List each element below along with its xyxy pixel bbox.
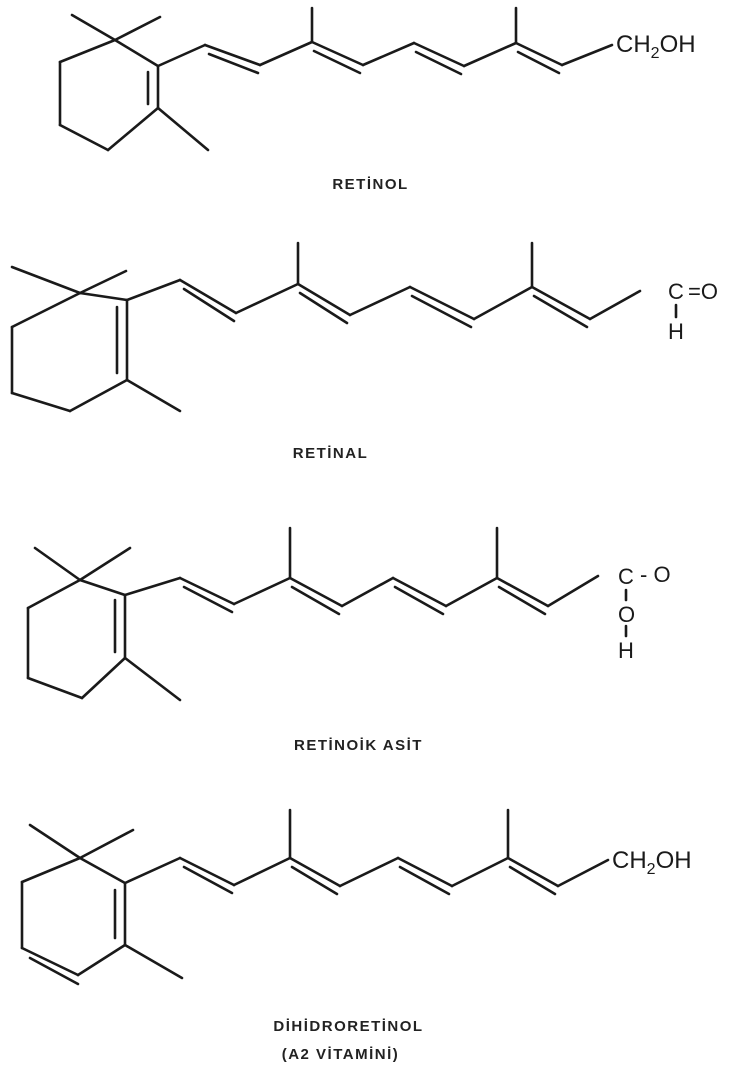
polyene-chain	[123, 808, 610, 896]
polyene-chain	[125, 241, 642, 329]
retinoic-acid-label: RETİNOİK ASİT	[294, 737, 423, 754]
retinal-label: RETİNAL	[292, 445, 369, 462]
carboxyl-oxygen-right: - O	[640, 562, 671, 587]
carboxyl-oxygen-below: O	[618, 602, 635, 627]
cyclohexene-ring	[26, 578, 127, 700]
cyclohexene-ring	[10, 291, 129, 413]
polyene-chain	[156, 6, 614, 76]
retinoic-acid-structure: C - O O H	[26, 526, 671, 702]
polyene-chain	[123, 526, 600, 616]
carboxyl-hydrogen: H	[618, 638, 634, 663]
cyclohexene-ring	[58, 38, 160, 152]
retinol-label: RETİNOL	[332, 176, 409, 193]
retinol-structure: CH2OH	[58, 6, 696, 152]
carboxyl-carbon: C	[618, 564, 634, 589]
ch2oh-label: CH2OH	[612, 847, 692, 878]
dehydroretinol-label: DİHİDRORETİNOL	[273, 1018, 424, 1035]
aldehyde-double-bond-oxygen: =O	[688, 279, 718, 304]
aldehyde-hydrogen: H	[668, 319, 684, 344]
ch2oh-label: CH2OH	[616, 31, 696, 62]
retinal-structure: C =O H	[10, 241, 718, 413]
dehydroretinol-structure: CH2OH	[20, 808, 692, 986]
aldehyde-carbon: C	[668, 279, 684, 304]
cyclohexadiene-ring	[20, 856, 127, 986]
vitamin-a2-label: (A2 VİTAMİNİ)	[281, 1046, 400, 1063]
